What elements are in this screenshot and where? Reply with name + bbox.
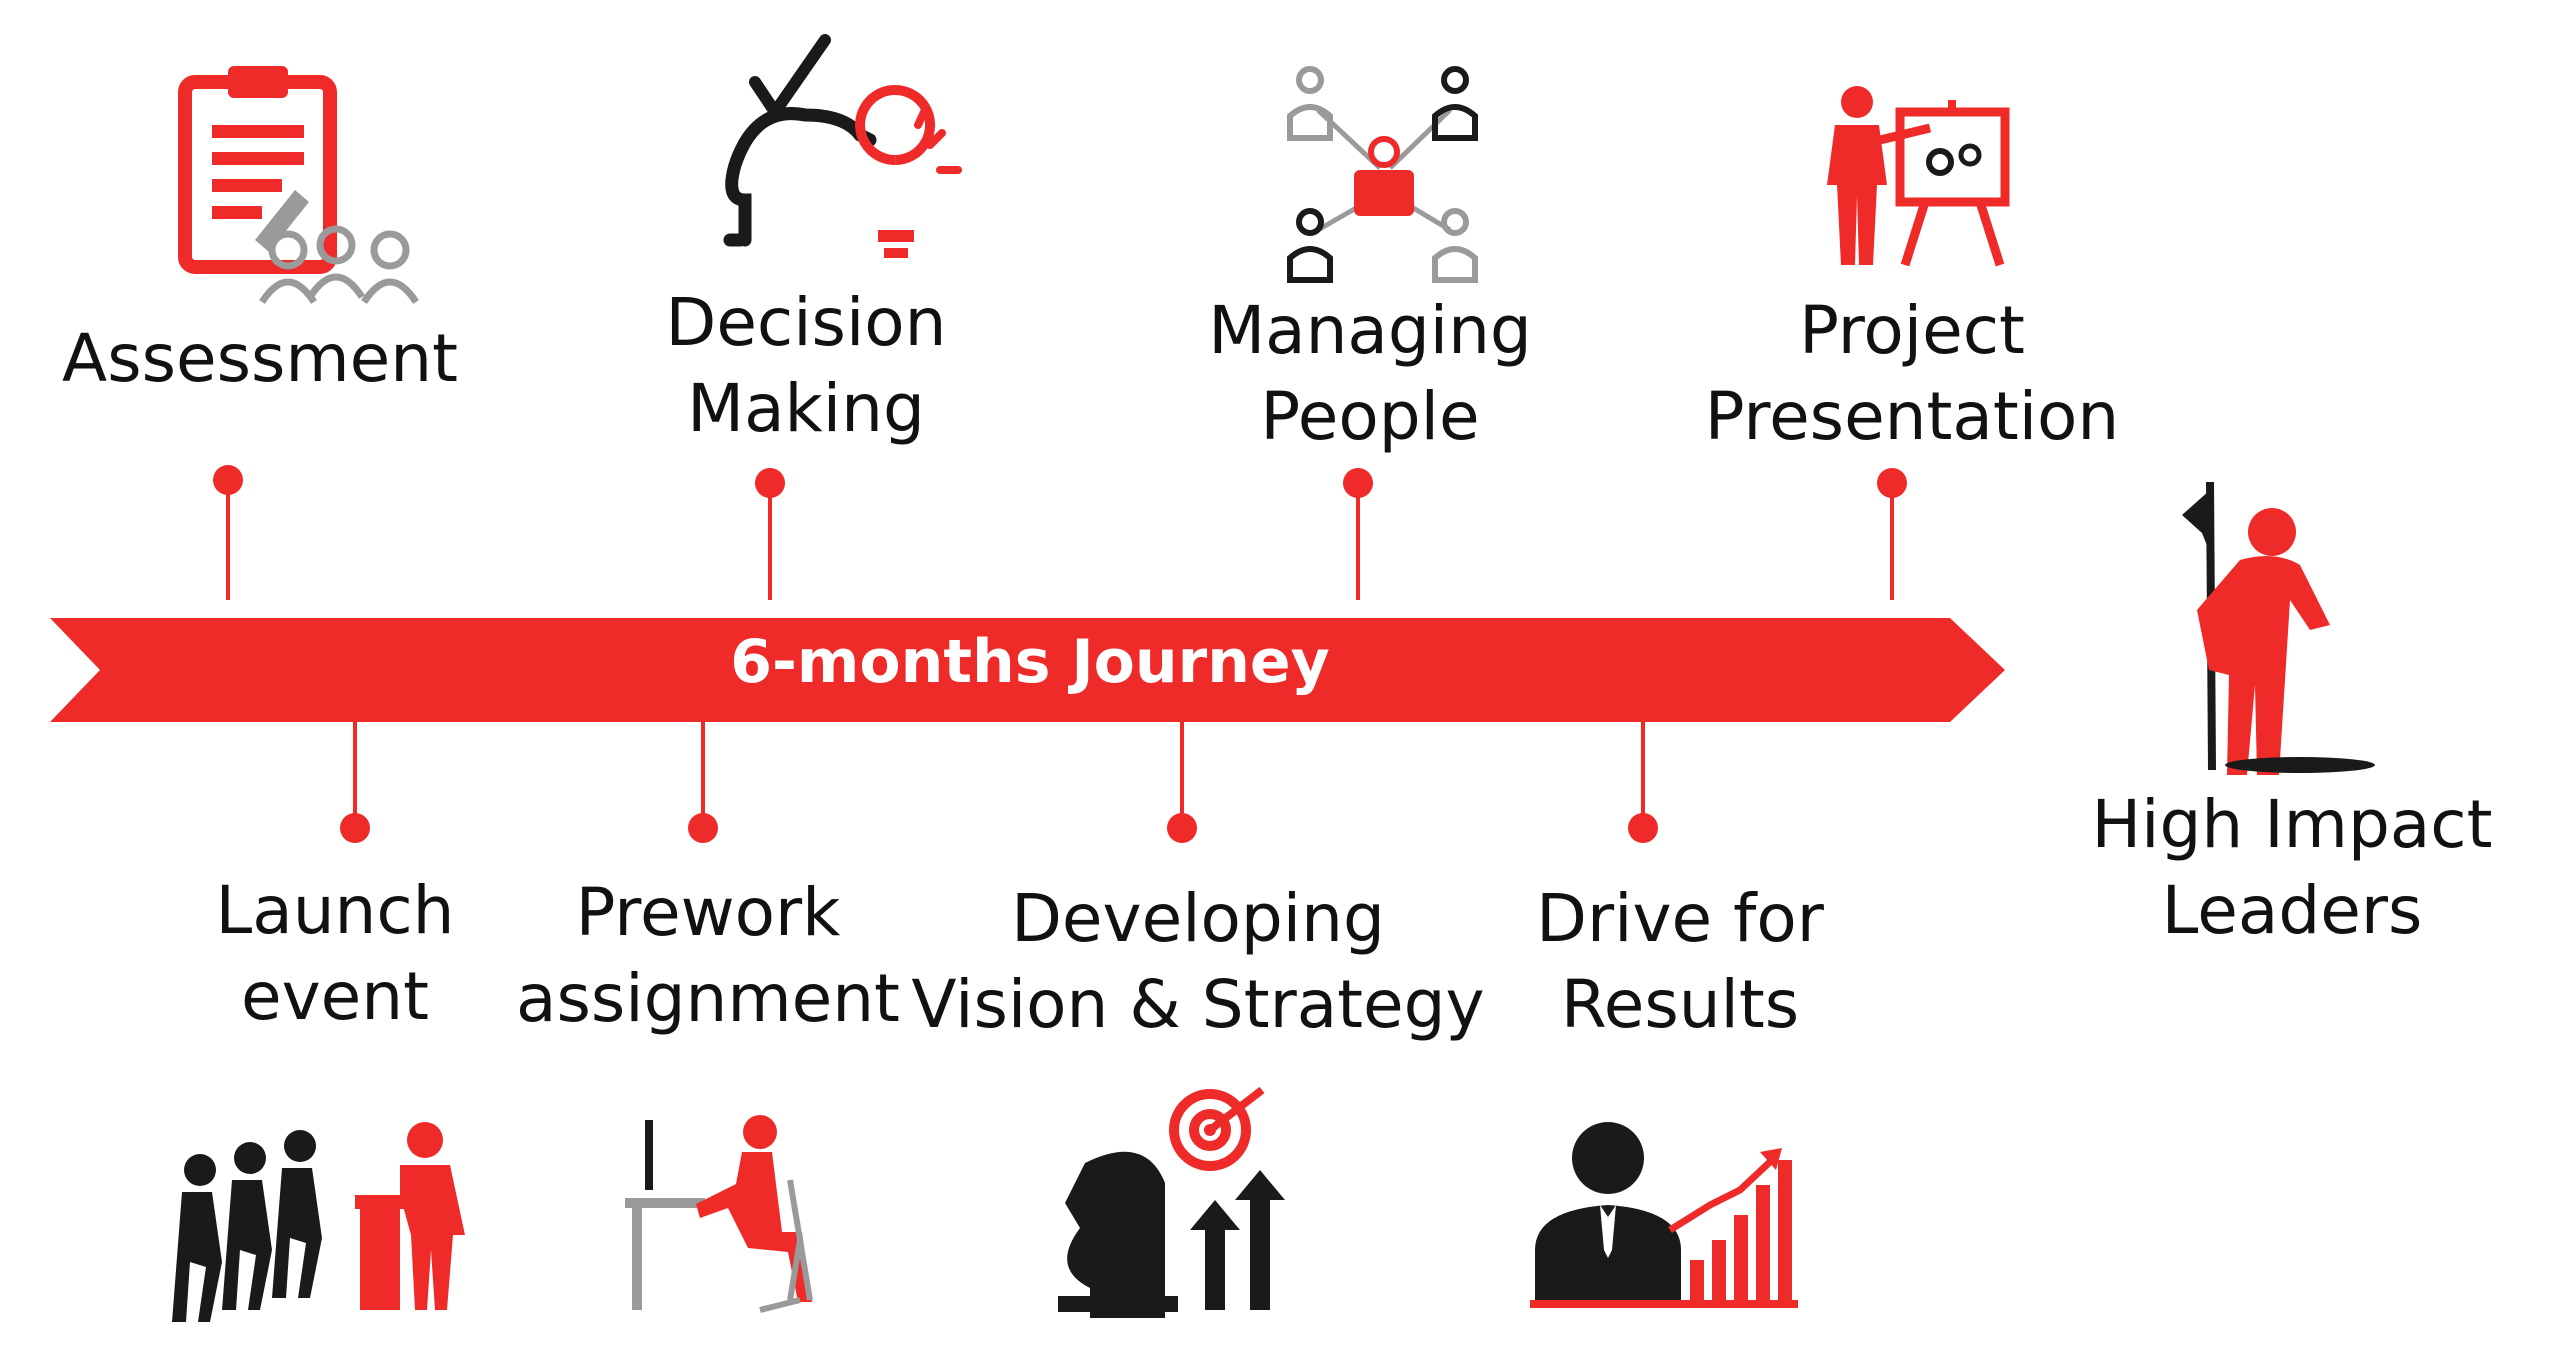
businessman-growth-chart-icon — [1530, 1122, 1798, 1308]
milestone-line: assignment — [516, 960, 900, 1037]
decision-lightbulb-icon — [723, 34, 962, 258]
milestone-prework-assignment: Prework assignment — [516, 870, 900, 1042]
milestone-line: Results — [1560, 966, 1800, 1043]
milestone-managing-people: Managing People — [1208, 288, 1532, 460]
goal-high-impact-leaders: High Impact Leaders — [2092, 782, 2493, 954]
milestone-line: Drive for — [1536, 880, 1824, 957]
audience-speaker-icon — [172, 1122, 465, 1322]
goal-line: High Impact — [2091, 786, 2493, 863]
journey-banner-arrow — [50, 618, 2005, 722]
bottom-connectors — [340, 722, 1658, 843]
milestone-line: Decision — [665, 284, 947, 361]
presenter-easel-icon — [1827, 86, 2010, 267]
chess-target-icon — [1058, 1086, 1285, 1318]
milestone-line: event — [241, 958, 429, 1035]
milestone-line: Presentation — [1704, 378, 2120, 455]
person-at-desk-icon — [625, 1115, 813, 1313]
milestone-line: Assessment — [62, 320, 458, 397]
people-network-icon — [1287, 66, 1478, 283]
goal-line: Leaders — [2161, 872, 2423, 949]
banner-label: 6-months Journey — [730, 627, 1330, 697]
milestone-drive-for-results: Drive for Results — [1536, 876, 1824, 1048]
clipboard-assessment-icon — [178, 66, 419, 304]
milestone-line: People — [1260, 378, 1480, 455]
milestone-assessment: Assessment — [62, 316, 458, 402]
milestone-launch-event: Launch event — [216, 868, 455, 1040]
top-connectors — [213, 465, 1907, 600]
milestone-line: Launch — [215, 872, 455, 949]
milestone-line: Managing — [1208, 292, 1532, 369]
milestone-developing-vision: Developing Vision & Strategy — [911, 876, 1484, 1048]
leader-with-flag-icon — [2182, 481, 2375, 775]
milestone-line: Prework — [575, 874, 841, 951]
milestone-line: Project — [1799, 292, 2025, 369]
milestone-line: Making — [687, 370, 925, 447]
milestone-line: Developing — [1011, 880, 1385, 957]
milestone-project-presentation: Project Presentation — [1705, 288, 2120, 460]
milestone-line: Vision & Strategy — [911, 966, 1485, 1043]
milestone-decision-making: Decision Making — [666, 280, 947, 452]
